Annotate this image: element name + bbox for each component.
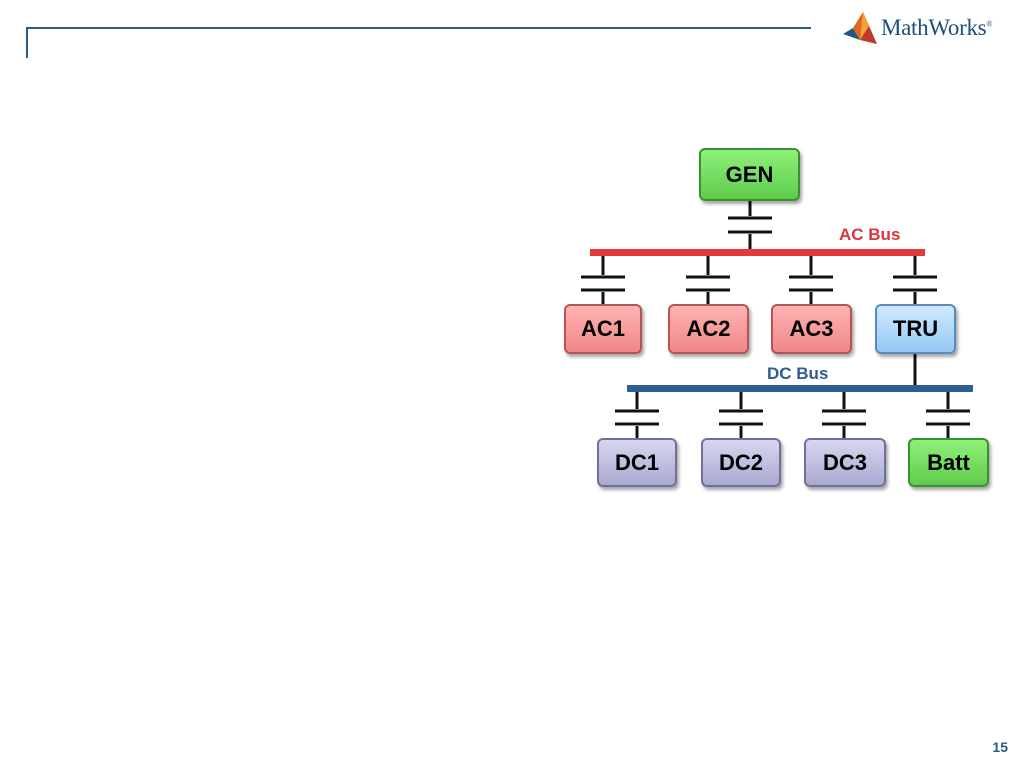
ac-breaker-1 (581, 256, 625, 305)
dc3-node: DC3 (804, 438, 886, 487)
batt-breaker (926, 392, 970, 440)
gen-breaker (728, 200, 772, 251)
brand-name: MathWorks® (881, 15, 993, 40)
dc-bus (627, 385, 973, 392)
dc2-node: DC2 (701, 438, 781, 487)
dc1-node: DC1 (597, 438, 677, 487)
header-rule-vertical (26, 27, 28, 58)
membrane-icon (843, 12, 877, 44)
mathworks-logo: MathWorks® (841, 9, 992, 47)
ac1-node: AC1 (564, 304, 642, 354)
tru-node: TRU (875, 304, 956, 354)
tru-breaker (893, 256, 937, 305)
dc-breaker-1 (615, 392, 659, 440)
ac3-node: AC3 (771, 304, 852, 354)
ac-bus-label: AC Bus (839, 225, 901, 244)
dc-breaker-3 (822, 392, 866, 440)
header-rule-horizontal (26, 27, 811, 29)
dc-breaker-2 (719, 392, 763, 440)
ac-breaker-3 (789, 256, 833, 305)
dc-bus-label: DC Bus (767, 364, 829, 383)
ac2-node: AC2 (668, 304, 749, 354)
ac-bus (590, 249, 925, 256)
page-number: 15 (992, 739, 1008, 755)
gen-node: GEN (699, 148, 800, 201)
batt-node: Batt (908, 438, 989, 487)
ac-breaker-2 (686, 256, 730, 305)
